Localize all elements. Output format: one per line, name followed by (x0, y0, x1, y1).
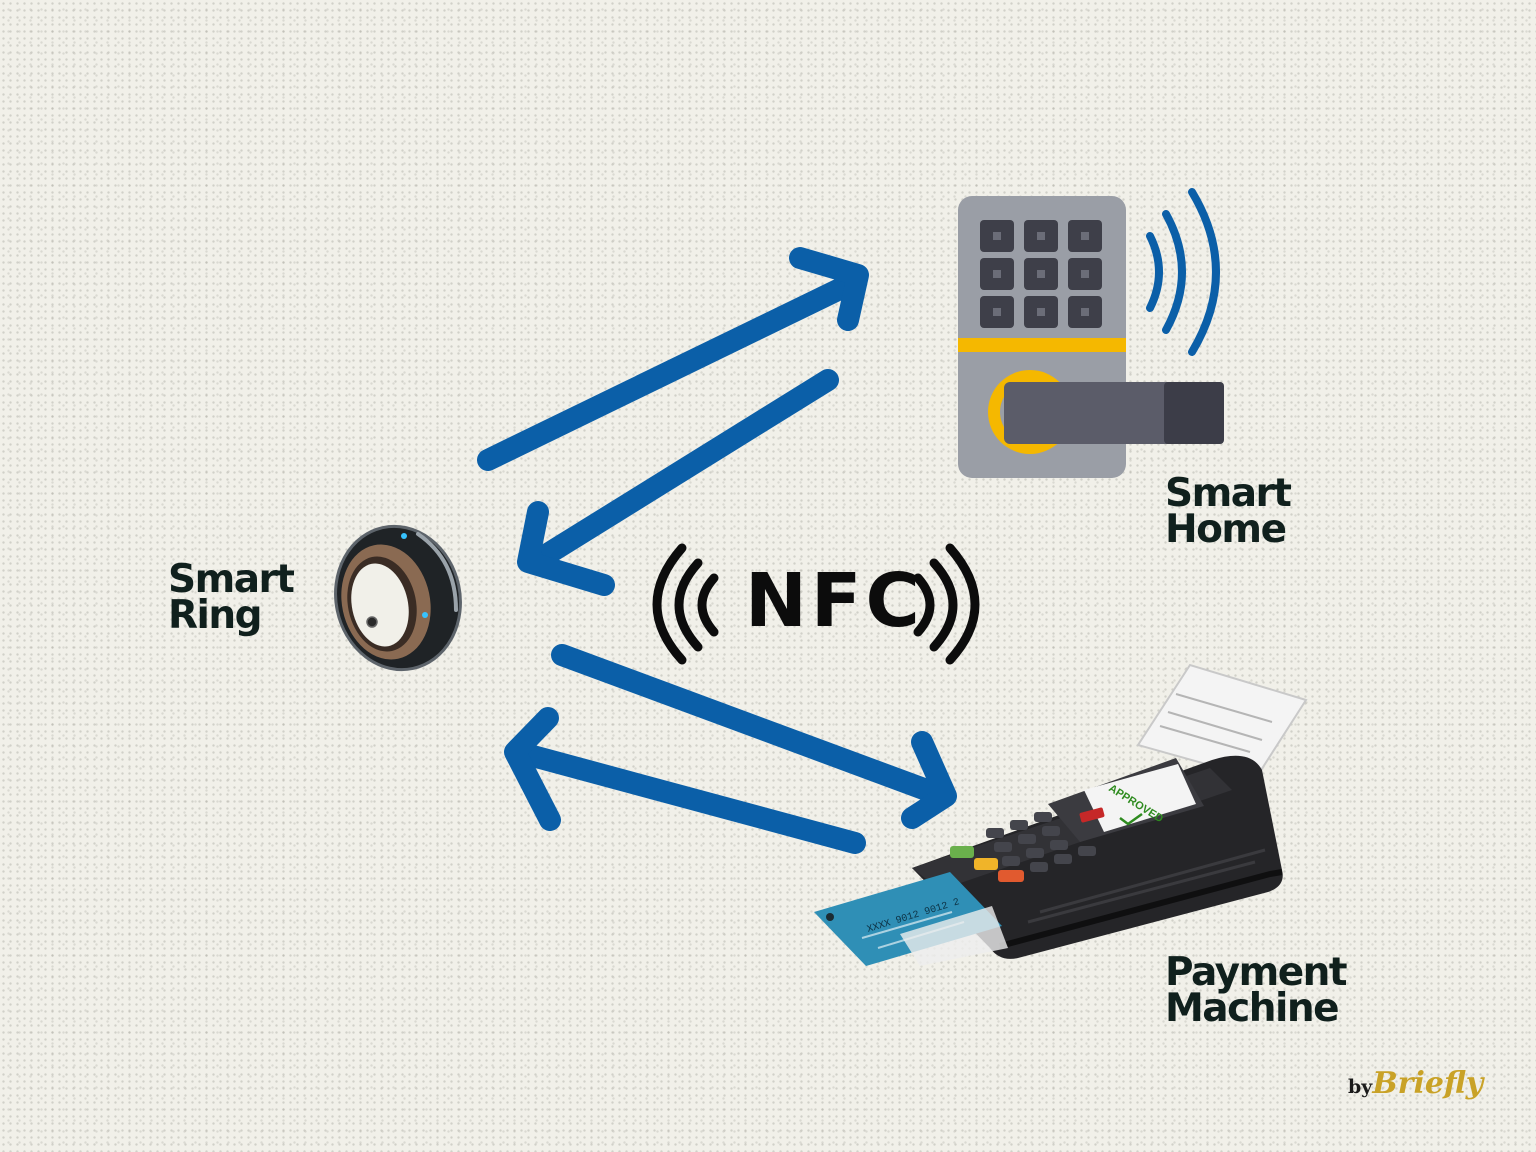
nfc-wave-right-middle (929, 558, 958, 652)
smart-ring-label-line-2: Ring (168, 593, 263, 638)
smart-ring-label-line-1: Smart (168, 557, 295, 602)
brand-prefix: by (1348, 1076, 1373, 1098)
keypad (980, 220, 1102, 328)
arrow-ring-to-home (477, 247, 869, 471)
smart-ring-label: Smart Ring (168, 557, 295, 638)
terminal-keypad (986, 812, 1096, 872)
payment-machine-label-line-1: Payment (1165, 950, 1348, 995)
nfc-waves-right (913, 543, 980, 665)
brand-name: Briefly (1372, 1066, 1484, 1101)
nfc-waves-left (652, 543, 719, 665)
nfc-label: NFC (745, 558, 924, 644)
smart-home-label-line-1: Smart (1165, 471, 1292, 516)
arrow-ring-to-payment (551, 644, 957, 829)
nfc-wave-right-outer (945, 543, 980, 665)
payment-terminal-icon: APPROVED (814, 663, 1308, 966)
smart-home-label-line-2: Home (1165, 507, 1287, 552)
arrows (477, 247, 957, 854)
arrow-home-to-ring (517, 369, 839, 596)
smart-lock-icon (958, 188, 1224, 478)
payment-machine-label: Payment Machine (1165, 950, 1348, 1031)
smart-home-label: Smart Home (1165, 471, 1292, 552)
smart-ring-icon (334, 524, 462, 672)
payment-machine-label-line-2: Machine (1165, 986, 1340, 1031)
nfc-wave-left-outer (652, 543, 687, 665)
brand-credit: byBriefly (1348, 1066, 1483, 1101)
nfc-wave-left-middle (674, 558, 703, 652)
wireless-signal-icon (1146, 188, 1220, 356)
nfc-wave-right-inner (913, 573, 935, 637)
nfc-wave-left-inner (697, 573, 719, 637)
arrow-payment-to-ring (504, 707, 866, 854)
